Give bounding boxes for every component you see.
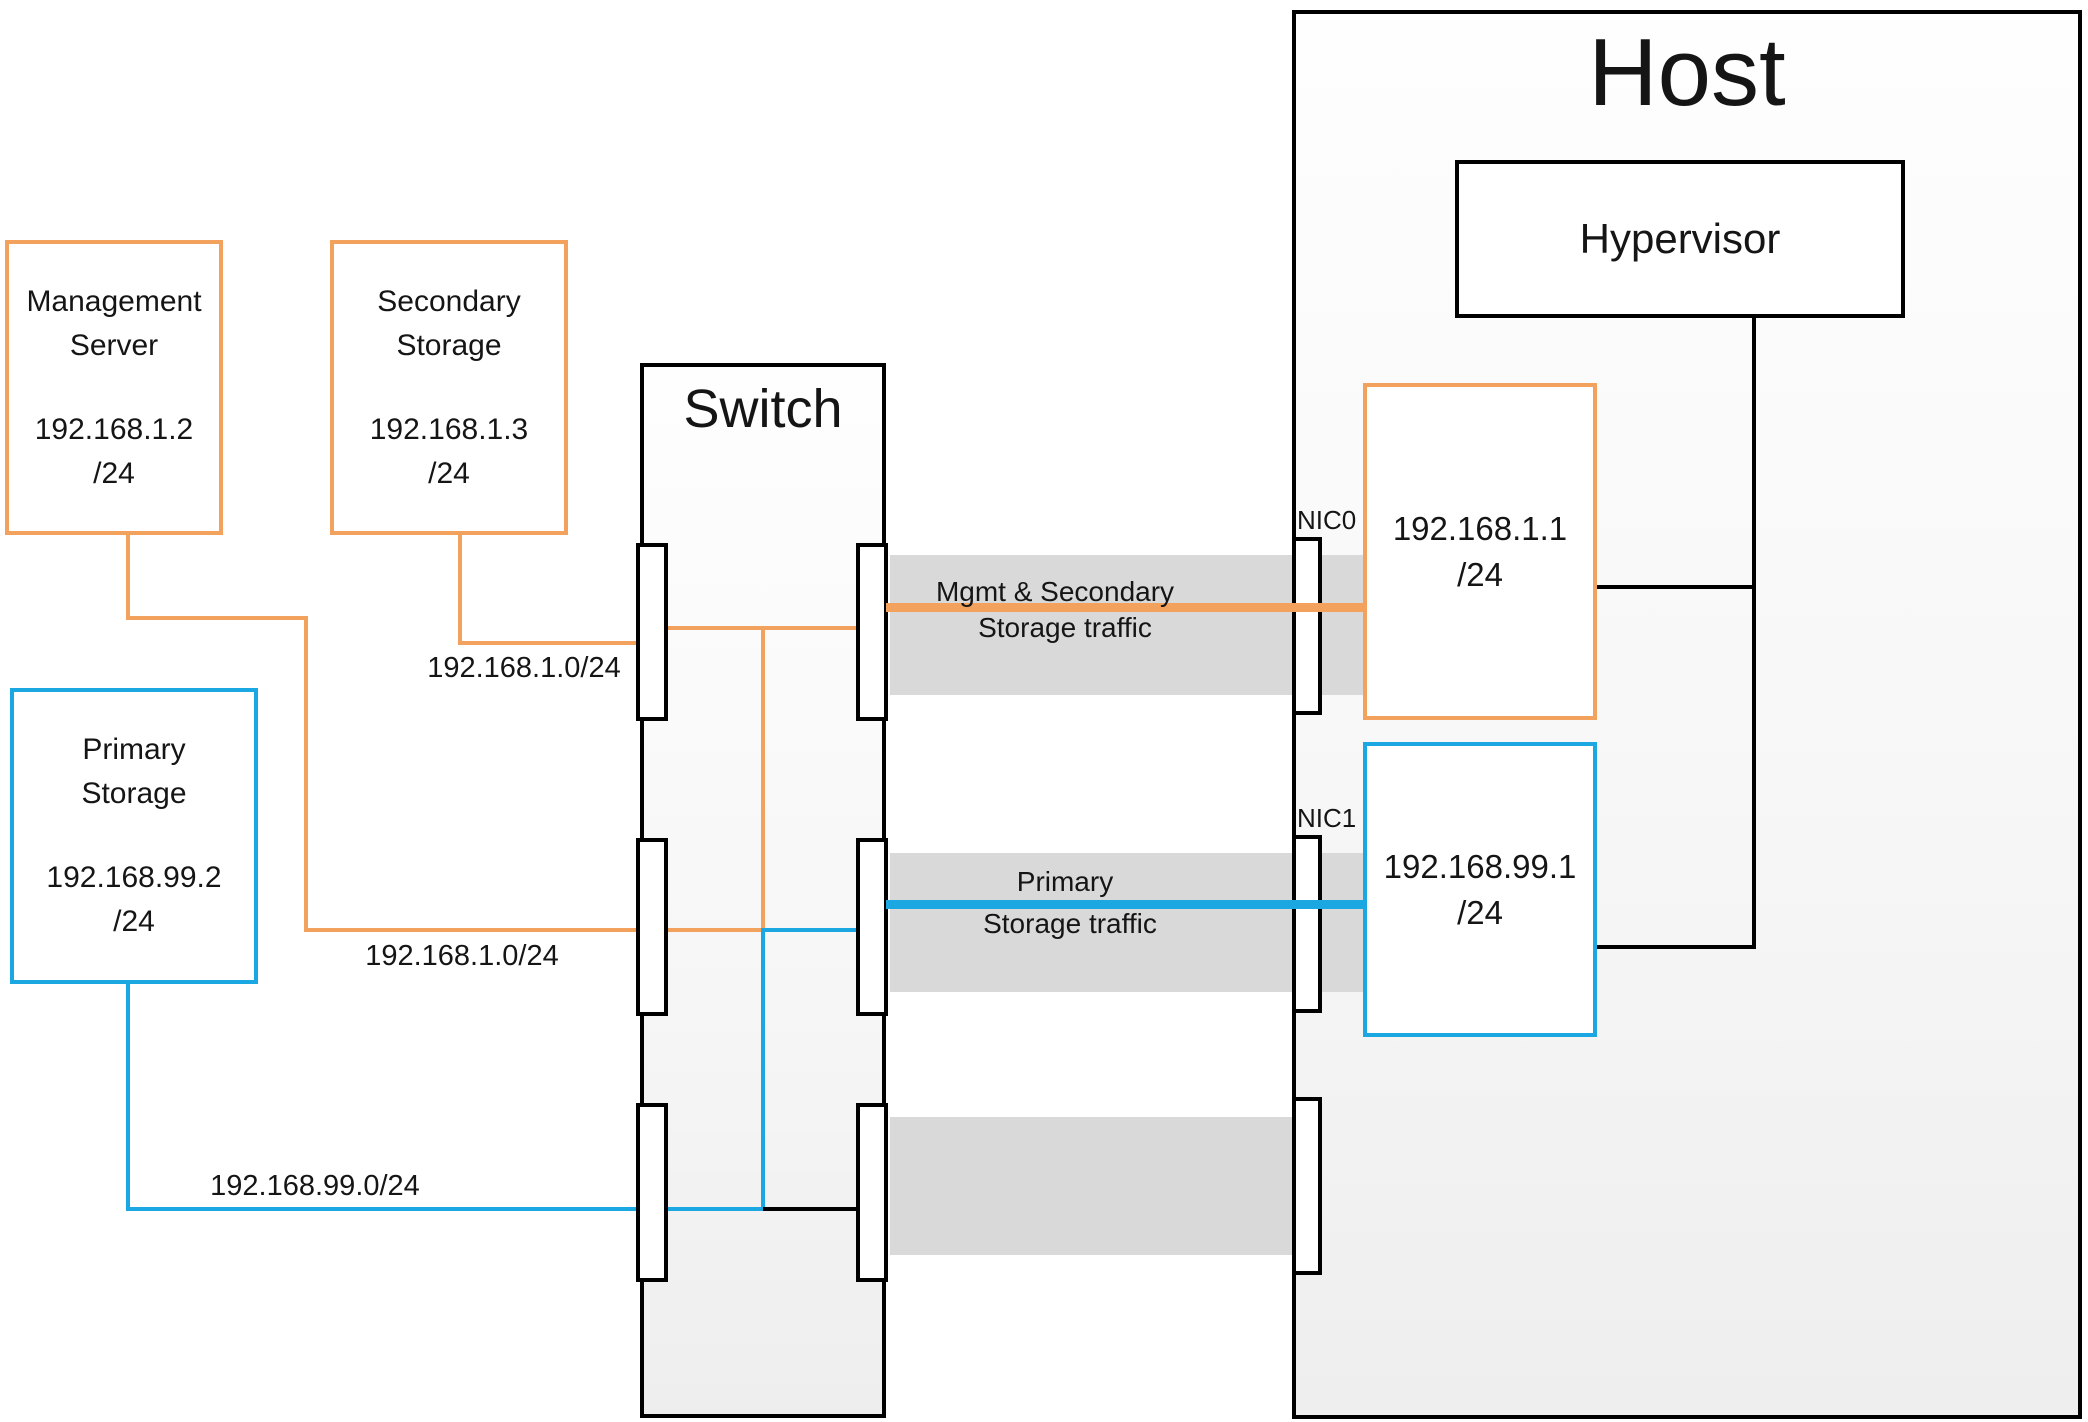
switch-right-port-1 [856,543,888,721]
switch-left-port-2 [636,838,668,1016]
host-nic1-port [1292,835,1322,1013]
hypervisor-label: Hypervisor [1579,215,1781,262]
host-spare-port [1292,1097,1322,1275]
primary-band-label-line1: Primary [1016,866,1114,897]
mgmt-link-drop [126,535,130,619]
primary-storage-ip: 192.168.99.2 /24 [46,861,222,938]
mgmt-traffic-band [890,555,1363,695]
management-server-name: Management Server [26,284,202,362]
primary-link-drop [126,984,130,1211]
secondary-link-drop [458,535,462,645]
switch-internal-blue-row3 [666,1207,765,1211]
switch-title: Switch [683,379,843,439]
management-subnet-label: 192.168.1.0/24 [365,940,559,972]
switch-right-port-2 [856,838,888,1016]
switch-internal-orange-vertical [761,626,765,931]
mgmt-band-label-line1: Mgmt & Secondary [935,576,1175,607]
hypervisor-nic0-stub [1597,585,1756,589]
secondary-storage-box: Secondary Storage 192.168.1.3 /24 [330,240,568,535]
switch-internal-orange-row2 [666,928,765,932]
secondary-storage-name: Secondary Storage [377,284,521,362]
nic1-ip: 192.168.99.1 /24 [1383,847,1577,931]
switch-internal-blue-row2 [763,928,860,932]
nic0-ip: 192.168.1.1 /24 [1392,509,1568,593]
mgmt-link-h2 [304,928,638,932]
hypervisor-drop-line [1752,318,1756,949]
secondary-link-h [458,641,638,645]
hypervisor-nic1-stub [1597,945,1756,949]
primary-subnet-label: 192.168.99.0/24 [210,1170,420,1202]
switch-left-port-1 [636,543,668,721]
mgmt-link-v2 [304,616,308,932]
switch-right-port-3 [856,1103,888,1282]
secondary-storage-ip: 192.168.1.3 /24 [369,412,529,490]
nic0-box: 192.168.1.1 /24 [1363,383,1597,720]
mgmt-link-h1 [126,616,308,620]
management-server-box: Management Server 192.168.1.2 /24 [5,240,223,535]
mgmt-traffic-line [886,603,1363,612]
host-nic0-port [1292,537,1322,715]
primary-traffic-line [886,900,1363,909]
primary-link-h [126,1207,638,1211]
nic0-label: NIC0 [1297,505,1357,535]
primary-storage-box: Primary Storage 192.168.99.2 /24 [10,688,258,984]
spare-traffic-band [890,1117,1293,1255]
primary-band-label-line2: Storage traffic [983,908,1157,939]
hypervisor-box: Hypervisor [1455,160,1905,318]
secondary-subnet-label: 192.168.1.0/24 [427,652,621,684]
switch-left-port-3 [636,1103,668,1282]
mgmt-band-label-line2: Storage traffic [978,612,1152,643]
primary-traffic-band [890,853,1363,992]
management-server-ip: 192.168.1.2 /24 [34,412,194,490]
host-title: Host [1588,19,1786,126]
primary-storage-name: Primary Storage [81,733,187,810]
switch-internal-blue-vertical [761,928,765,1211]
nic1-box: 192.168.99.1 /24 [1363,742,1597,1037]
switch-internal-black-row3 [763,1207,860,1211]
nic1-label: NIC1 [1297,803,1357,833]
